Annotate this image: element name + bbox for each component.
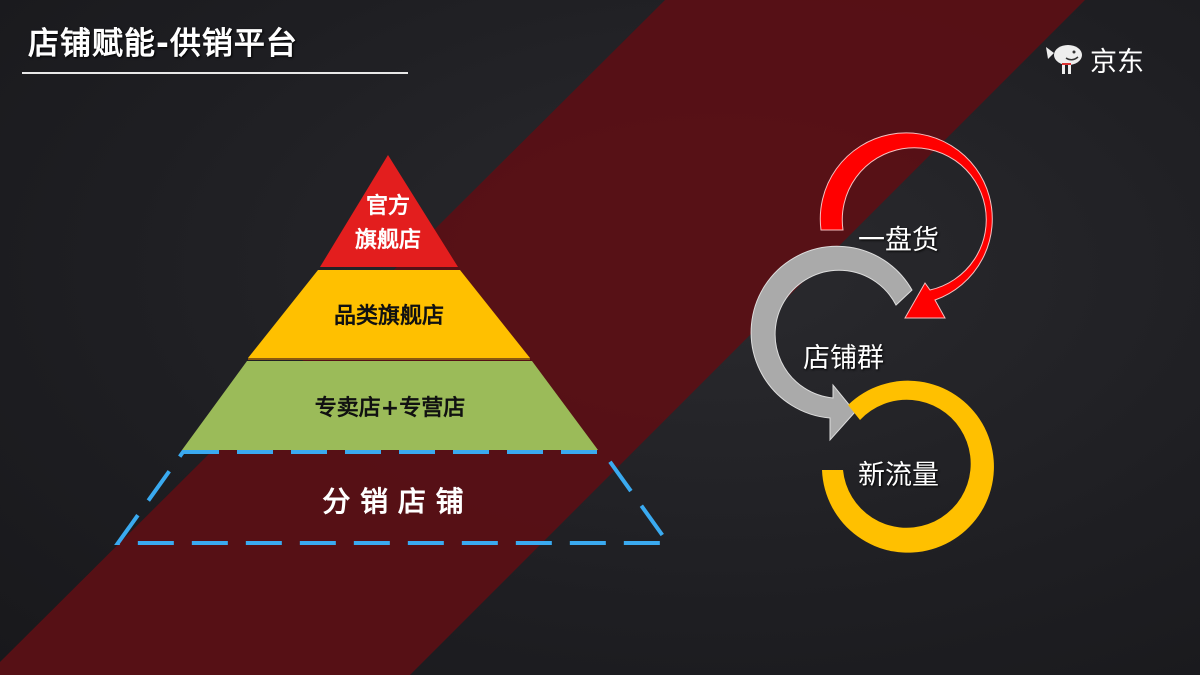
title-divider — [22, 72, 408, 74]
tier-category-label: 品类旗舰店 — [333, 304, 444, 329]
tier-specialty-label: 专卖店+专营店 — [314, 396, 466, 421]
tier-distribution-outline — [114, 450, 672, 545]
tier-specialty — [182, 361, 598, 450]
cycle-label-store-group: 店铺群 — [803, 343, 884, 374]
tier-distribution-label: 分 销 店 铺 — [322, 485, 464, 518]
cycle-arrow-red — [819, 132, 993, 319]
cycle-arrow-gray — [750, 245, 913, 442]
tier-official-label: 官方 旗舰店 — [354, 194, 421, 253]
page-title: 店铺赋能-供销平台 — [28, 26, 298, 62]
cycle-label-inventory: 一盘货 — [858, 225, 939, 256]
cycle-label-new-traffic: 新流量 — [858, 460, 939, 491]
tier-official — [320, 155, 458, 267]
logo-text: 京东 — [1090, 47, 1144, 78]
jd-logo: 京东 — [1044, 40, 1144, 79]
tier-category — [248, 270, 530, 358]
jd-dog-mascot-icon — [1046, 44, 1082, 74]
